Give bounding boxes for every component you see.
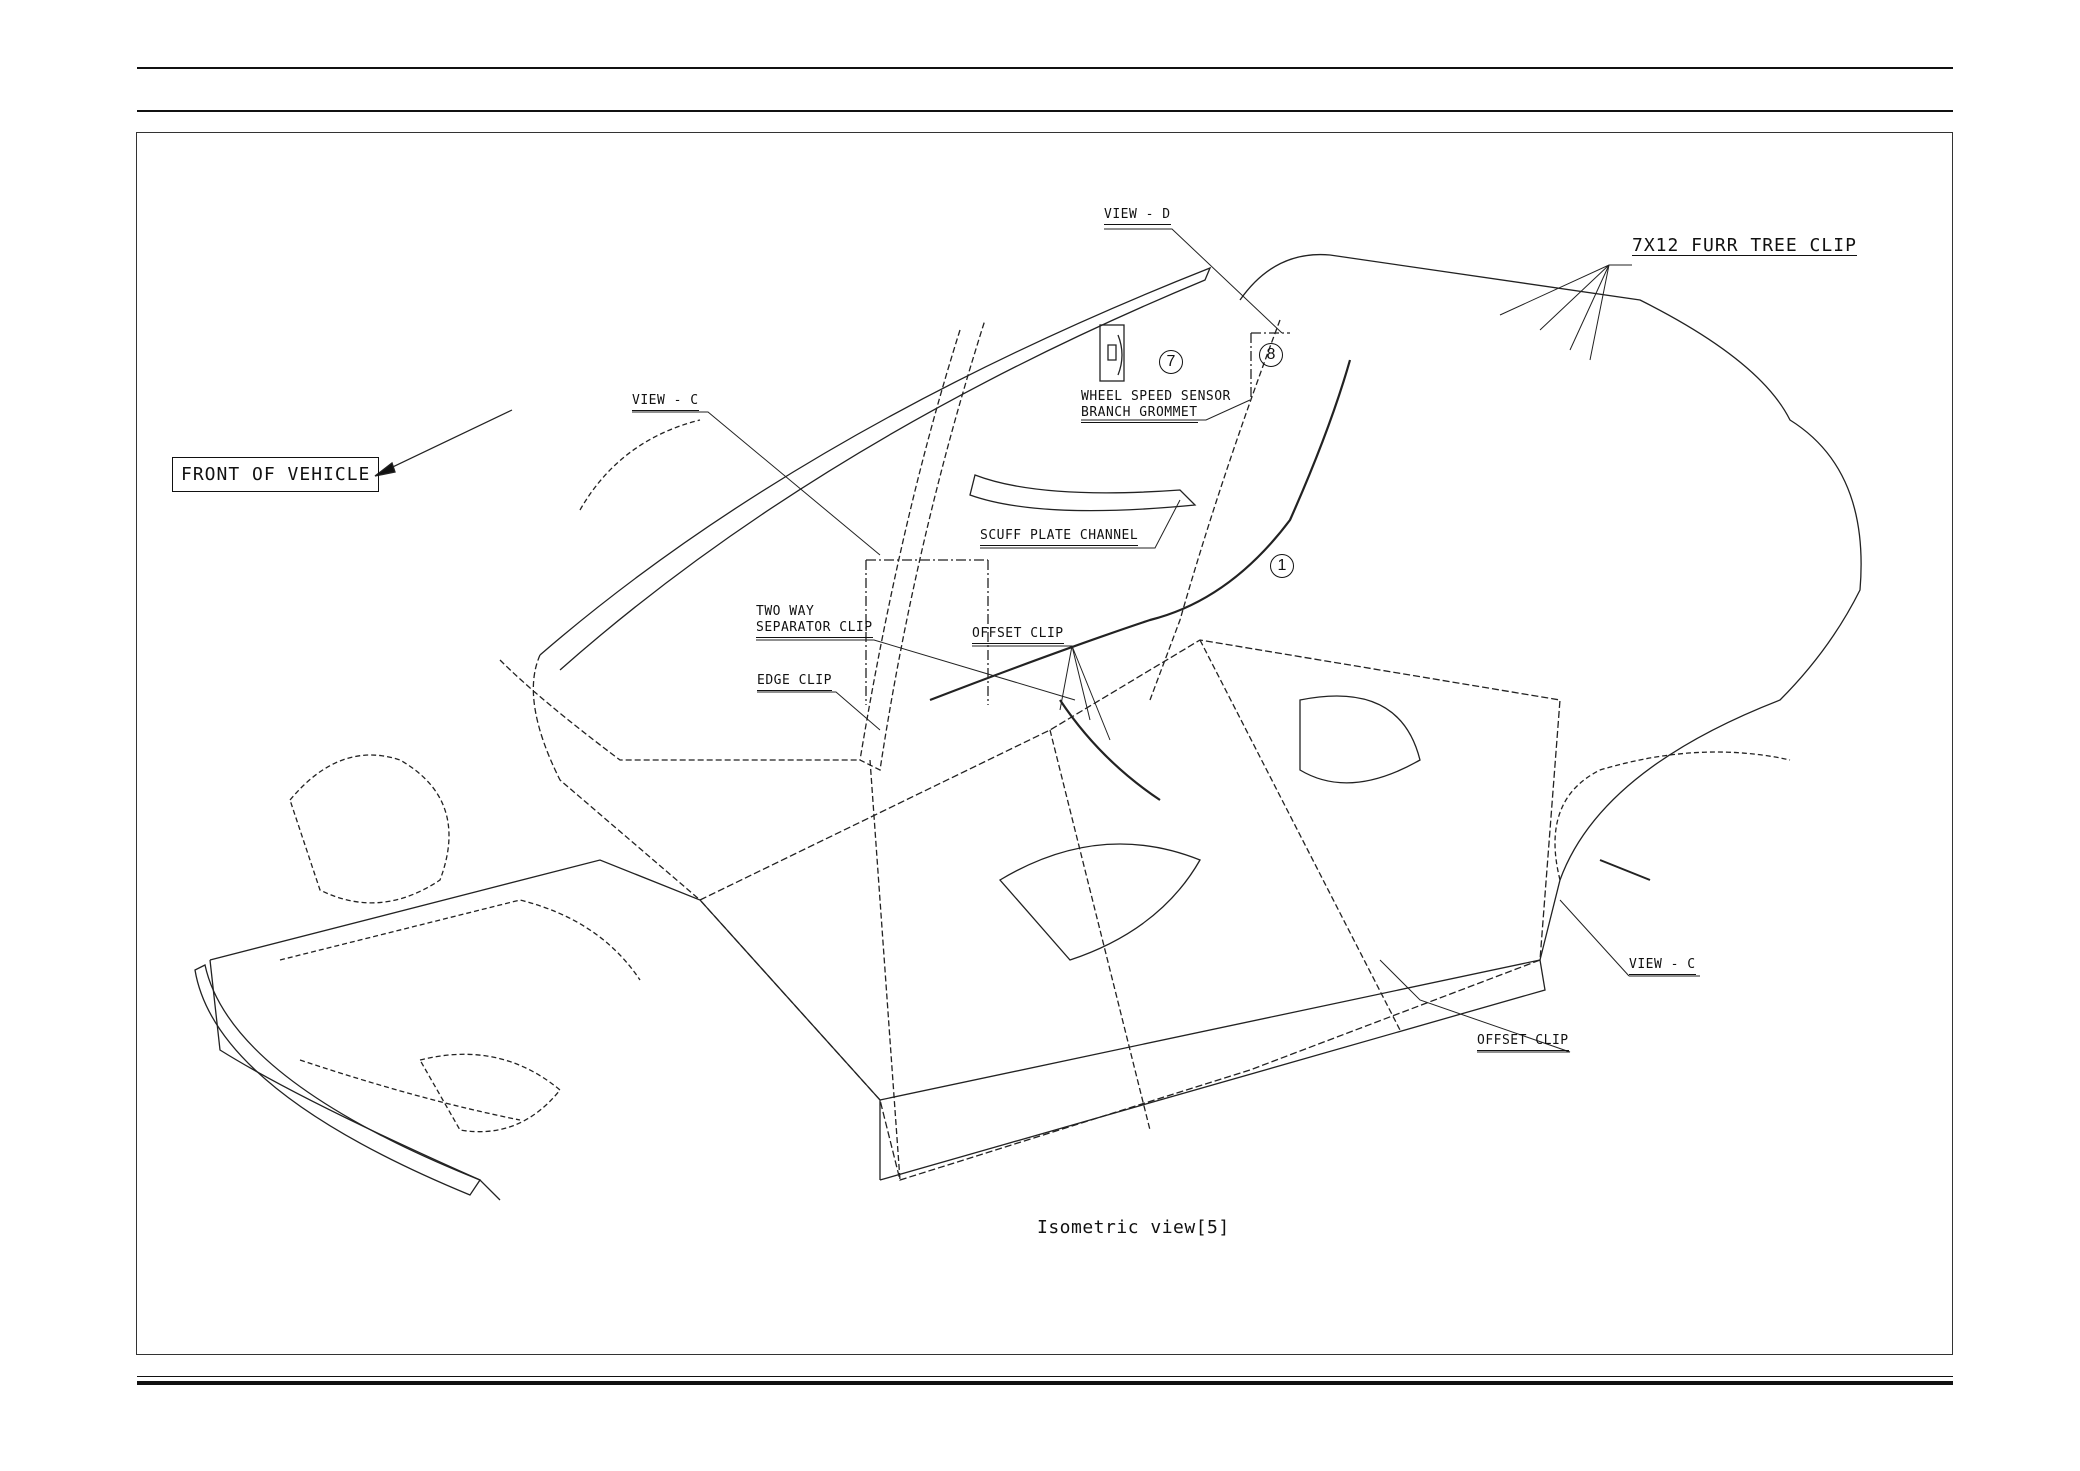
callout-view-c-right: VIEW - C — [1629, 957, 1696, 975]
floor-pan — [698, 639, 1561, 1181]
wiring-harness — [929, 359, 1352, 801]
front-of-vehicle-label: FRONT OF VEHICLE — [172, 457, 380, 492]
front-apron — [499, 654, 860, 901]
leader-lines — [632, 228, 1700, 1053]
callout-two-way-line2: SEPARATOR CLIP — [756, 620, 873, 638]
footer-rule-thick — [137, 1381, 1953, 1385]
front-rails — [209, 859, 881, 1201]
front-bumper-beam — [194, 964, 481, 1196]
drawing-caption: Isometric view[5] — [1037, 1217, 1230, 1238]
item-number-7: 7 — [1159, 350, 1183, 374]
header-rule-top — [137, 67, 1953, 69]
callout-wheel-speed-sensor-line2: BRANCH GROMMET — [1081, 405, 1198, 423]
front-arrow-head — [374, 461, 396, 477]
item-number-8: 8 — [1259, 343, 1283, 367]
a-pillar — [859, 319, 986, 771]
callout-view-d: VIEW - D — [1104, 207, 1171, 225]
callout-wheel-speed-sensor-line1: WHEEL SPEED SENSOR — [1081, 389, 1231, 404]
drawing-frame — [136, 132, 1953, 1355]
view-d-detail-box — [1250, 332, 1290, 400]
callout-two-way-line1: TWO WAY — [756, 604, 815, 619]
front-arrow-line — [377, 409, 513, 475]
grommet-icon-box — [1099, 324, 1125, 382]
callout-view-c-top: VIEW - C — [632, 393, 699, 411]
view-c-detail-box — [865, 559, 989, 705]
callout-furr-tree-clip: 7X12 FURR TREE CLIP — [1632, 235, 1857, 256]
callout-offset-clip-top: OFFSET CLIP — [972, 626, 1064, 644]
footer-rule-thin — [137, 1376, 1953, 1377]
item-number-1: 1 — [1270, 554, 1294, 578]
scuff-plate-channel-part — [969, 474, 1197, 512]
roof-rail — [539, 266, 1212, 671]
callout-scuff-plate-channel: SCUFF PLATE CHANNEL — [980, 528, 1139, 546]
front-strut-towers — [289, 754, 450, 904]
callout-edge-clip: EDGE CLIP — [757, 673, 832, 691]
callout-offset-clip-bottom: OFFSET CLIP — [1477, 1033, 1569, 1051]
rear-quarter — [1239, 253, 1862, 961]
header-rule-bottom — [137, 110, 1953, 112]
rocker-panel — [879, 959, 1546, 1181]
